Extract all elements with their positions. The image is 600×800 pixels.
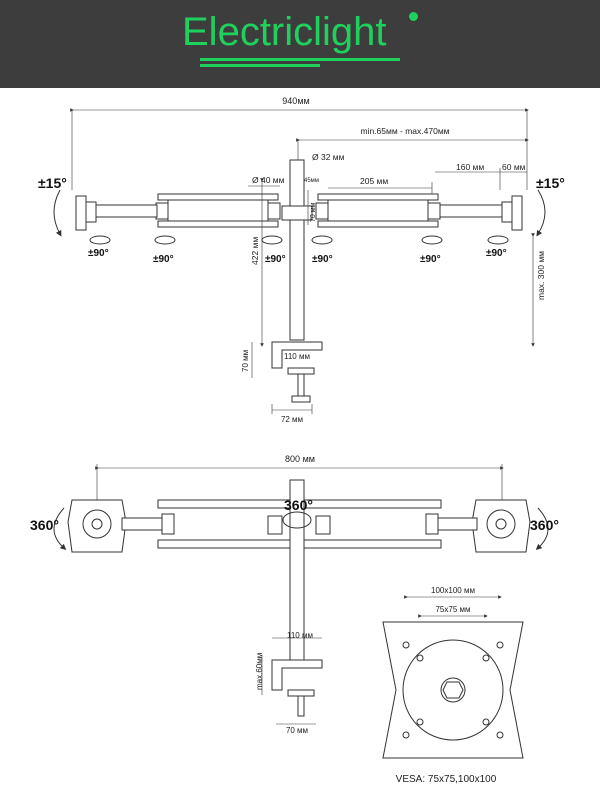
label-swivel-5: ±90° xyxy=(420,254,441,265)
label-swivel-4: ±90° xyxy=(312,254,333,265)
brand-logo: Electriclight xyxy=(182,10,387,54)
label-70-small: 70 мм xyxy=(310,202,317,222)
header-bar: Electriclight xyxy=(0,0,600,88)
label-pole-diameter: Ø 32 мм xyxy=(312,152,345,162)
label-rotate-right: 360° xyxy=(530,517,559,533)
label-940: 940мм xyxy=(282,96,309,106)
label-tilt-right: ±15° xyxy=(536,175,565,191)
logo-underline-2 xyxy=(200,64,320,67)
label-422: 422 мм xyxy=(250,237,260,265)
front-view xyxy=(53,464,549,759)
label-arm-range: min.65мм - max.470мм xyxy=(360,126,449,136)
label-clamp-70: 70 мм xyxy=(241,350,250,372)
label-clamp-110: 110 мм xyxy=(284,352,310,361)
label-vesa-caption: VESA: 75x75,100x100 xyxy=(396,774,497,785)
label-rotate-left: 360° xyxy=(30,517,59,533)
logo-underline xyxy=(200,58,400,61)
label-swivel-6: ±90° xyxy=(486,248,507,259)
label-front-clamp-max60: max.60мм xyxy=(255,653,264,690)
label-60: 60 мм xyxy=(502,162,526,172)
label-160: 160 мм xyxy=(456,162,484,172)
top-view xyxy=(53,108,546,414)
logo-dot-icon xyxy=(409,12,418,21)
label-swivel-2: ±90° xyxy=(153,254,174,265)
label-45: 45мм xyxy=(304,178,319,184)
label-tilt-left: ±15° xyxy=(38,175,67,191)
label-rotate-center: 360° xyxy=(284,497,313,513)
label-swivel-3: ±90° xyxy=(265,254,286,265)
label-205: 205 мм xyxy=(360,176,388,186)
label-arm-diameter: Ø 40 мм xyxy=(252,175,285,185)
label-vesa-100: 100x100 мм xyxy=(431,586,475,595)
label-800: 800 мм xyxy=(285,454,315,464)
technical-drawing: 940мм min.65мм - max.470мм Ø 32 мм Ø 40 … xyxy=(30,96,565,785)
label-vesa-75: 75x75 мм xyxy=(435,605,470,614)
label-front-base-70: 70 мм xyxy=(286,726,308,735)
label-front-clamp-110: 110 мм xyxy=(287,631,313,640)
label-swivel-1: ±90° xyxy=(88,248,109,259)
label-max-300: max. 300 мм xyxy=(536,251,546,300)
label-base-72: 72 мм xyxy=(281,415,303,424)
